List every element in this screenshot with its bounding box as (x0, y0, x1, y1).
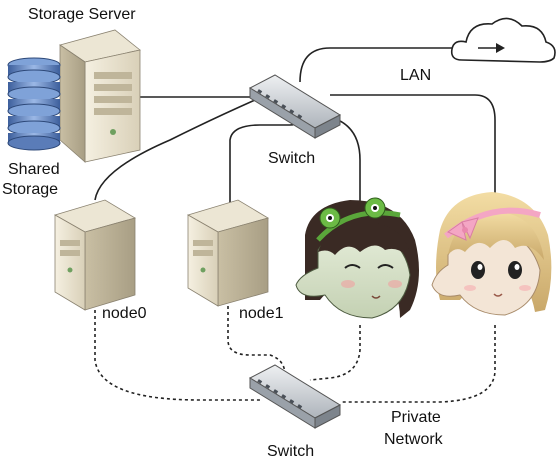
storage-server (7, 29, 141, 163)
storage-server-label: Storage Server (28, 6, 136, 23)
node1-label: node1 (239, 305, 284, 322)
dash-user-b-to-switch (340, 325, 496, 403)
link-switch-to-lan (299, 47, 480, 83)
private-network-label-line1: Private (391, 409, 441, 426)
bottom-switch-label: Switch (267, 443, 314, 460)
lan-label: LAN (400, 67, 431, 84)
private-network-label-line2: Network (384, 431, 444, 448)
private-network-lines (94, 300, 496, 403)
link-switch-to-user-b (330, 94, 496, 200)
node0-server (53, 199, 137, 311)
anime-girl-pink-bow-icon (431, 192, 552, 316)
top-switch-label: Switch (268, 150, 315, 167)
network-switch-icon (248, 74, 342, 139)
diagram-labels: Storage Server Shared Storage LAN Switch… (2, 6, 444, 460)
network-switch-icon (248, 364, 342, 429)
server-tower-icon (59, 29, 141, 163)
disk-stack-icon (7, 57, 61, 151)
server-tower-icon (53, 199, 137, 311)
bottom-switch (248, 364, 342, 429)
shared-storage-label-line2: Storage (2, 181, 58, 198)
shared-storage-label-line1: Shared (8, 161, 60, 178)
node1-server (186, 199, 270, 307)
dash-user-a-to-switch (309, 325, 361, 381)
dash-node0-to-switch (94, 310, 262, 401)
server-tower-icon (186, 199, 270, 307)
connection-lines (94, 47, 496, 210)
anime-girl-frog-hat-icon (295, 197, 419, 319)
top-switch (248, 74, 342, 139)
link-node0-to-switch (94, 99, 256, 201)
node0-label: node0 (102, 305, 147, 322)
cloud-icon (450, 17, 556, 63)
